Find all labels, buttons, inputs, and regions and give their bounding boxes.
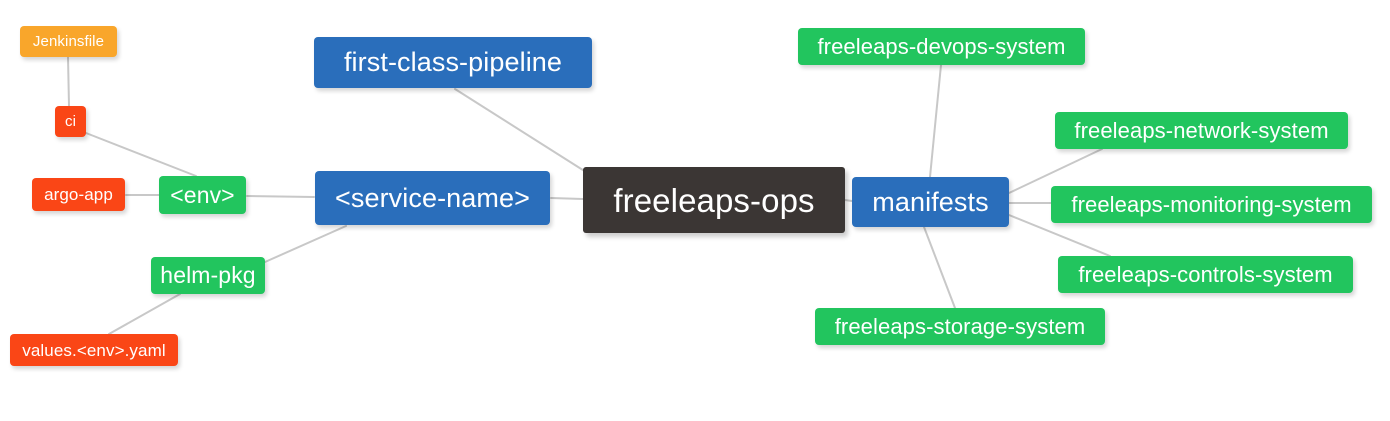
node-ci[interactable]: ci (55, 106, 86, 137)
edge-manifests-to-storage-system (923, 226, 956, 309)
node-values-yaml[interactable]: values.<env>.yaml (10, 334, 178, 366)
node-devops-system[interactable]: freeleaps-devops-system (798, 28, 1085, 65)
edge-freeleaps-ops-to-service-name (550, 197, 584, 200)
node-first-class-pipeline[interactable]: first-class-pipeline (314, 37, 592, 88)
edge-service-name-to-env (246, 195, 315, 198)
edge-ci-to-jenkinsfile (67, 56, 70, 107)
edge-freeleaps-ops-to-manifests (844, 199, 853, 202)
node-helm-pkg[interactable]: helm-pkg (151, 257, 265, 294)
node-manifests[interactable]: manifests (852, 177, 1009, 227)
node-freeleaps-ops[interactable]: freeleaps-ops (583, 167, 845, 233)
node-storage-system[interactable]: freeleaps-storage-system (815, 308, 1105, 345)
edge-manifests-to-devops-system (929, 64, 942, 178)
node-network-system[interactable]: freeleaps-network-system (1055, 112, 1348, 149)
node-controls-system[interactable]: freeleaps-controls-system (1058, 256, 1353, 293)
node-env[interactable]: <env> (159, 176, 246, 214)
edge-helm-pkg-to-values-yaml (108, 293, 181, 335)
edge-env-to-ci (85, 132, 197, 177)
node-argo-app[interactable]: argo-app (32, 178, 125, 211)
edge-freeleaps-ops-to-first-class-pipeline (454, 88, 587, 173)
node-monitoring-system[interactable]: freeleaps-monitoring-system (1051, 186, 1372, 223)
edge-service-name-to-helm-pkg (264, 225, 347, 263)
node-service-name[interactable]: <service-name> (315, 171, 550, 225)
node-jenkinsfile[interactable]: Jenkinsfile (20, 26, 117, 57)
